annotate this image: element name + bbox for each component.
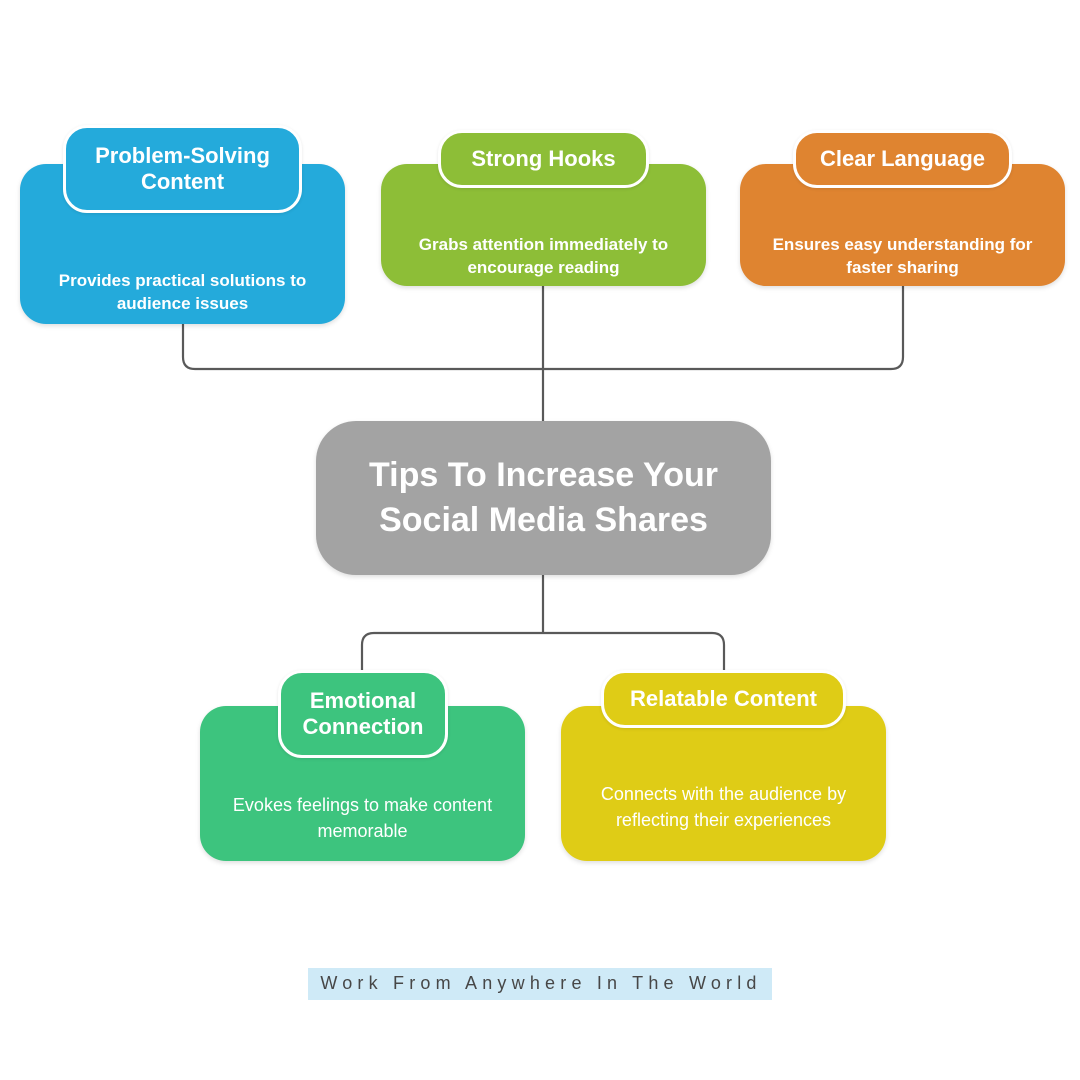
connector-top-right	[543, 286, 905, 371]
node-description: Grabs attention immediately to encourage…	[418, 234, 669, 277]
node-title-pill: Emotional Connection	[278, 670, 448, 758]
node-title-pill: Strong Hooks	[438, 130, 649, 188]
node-problem-solving-content[interactable]: Provides practical solutions to audience…	[20, 125, 345, 324]
node-description: Connects with the audience by reflecting…	[600, 783, 847, 830]
node-clear-language[interactable]: Ensures easy understanding for faster sh…	[740, 130, 1065, 286]
node-description: Evokes feelings to make content memorabl…	[232, 794, 493, 841]
footer-tagline: Work From Anywhere In The World	[308, 968, 772, 1000]
node-description: Ensures easy understanding for faster sh…	[772, 234, 1033, 277]
central-topic-node[interactable]: Tips To Increase Your Social Media Share…	[316, 421, 771, 575]
connector-top-left	[181, 324, 543, 371]
footer: Work From Anywhere In The World	[0, 968, 1080, 1000]
node-title-pill: Clear Language	[793, 130, 1012, 188]
node-title-pill: Relatable Content	[601, 670, 846, 728]
node-description: Provides practical solutions to audience…	[58, 270, 307, 313]
node-strong-hooks[interactable]: Grabs attention immediately to encourage…	[381, 130, 706, 286]
central-topic-title: Tips To Increase Your Social Media Share…	[369, 456, 718, 539]
node-emotional-connection[interactable]: Evokes feelings to make content memorabl…	[200, 670, 525, 861]
node-relatable-content[interactable]: Connects with the audience by reflecting…	[561, 670, 886, 861]
node-title-pill: Problem-Solving Content	[63, 125, 302, 213]
